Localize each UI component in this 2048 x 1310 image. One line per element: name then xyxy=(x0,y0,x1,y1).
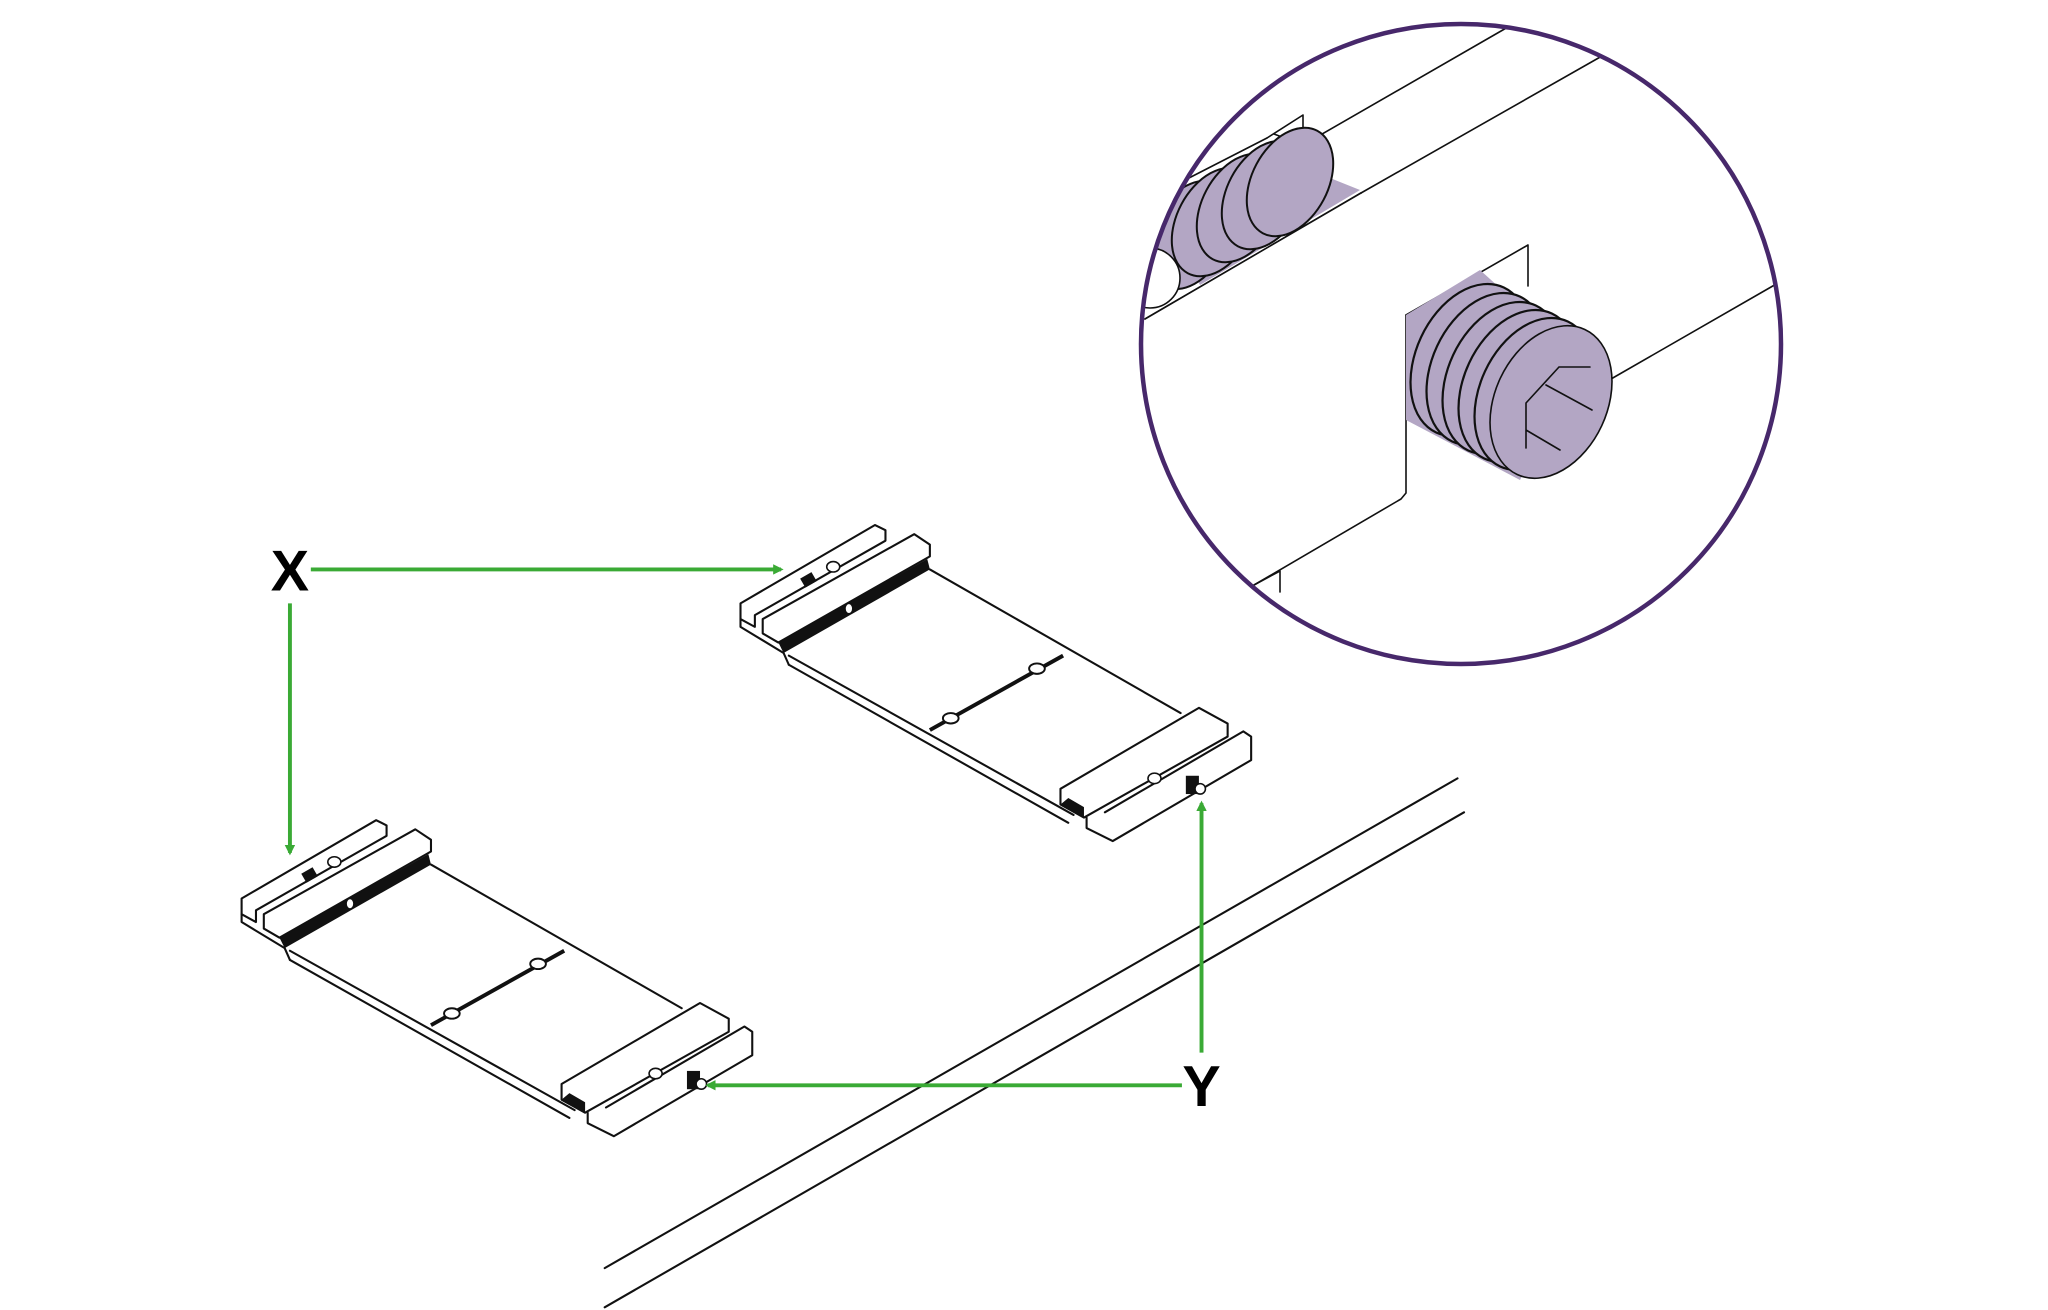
magnified-detail xyxy=(1138,21,1784,667)
label-x: X xyxy=(271,539,309,603)
mounting-plate-lower xyxy=(239,818,755,1139)
magnifier-ring xyxy=(1138,21,1784,667)
label-y: Y xyxy=(1182,1055,1220,1119)
set-screw-partial-icon xyxy=(1141,126,1362,380)
set-screw-icon xyxy=(1406,270,1613,480)
mounting-plate-upper xyxy=(738,523,1254,844)
floor-rail-line xyxy=(603,811,1466,1309)
floor-rail-line xyxy=(603,777,1459,1270)
